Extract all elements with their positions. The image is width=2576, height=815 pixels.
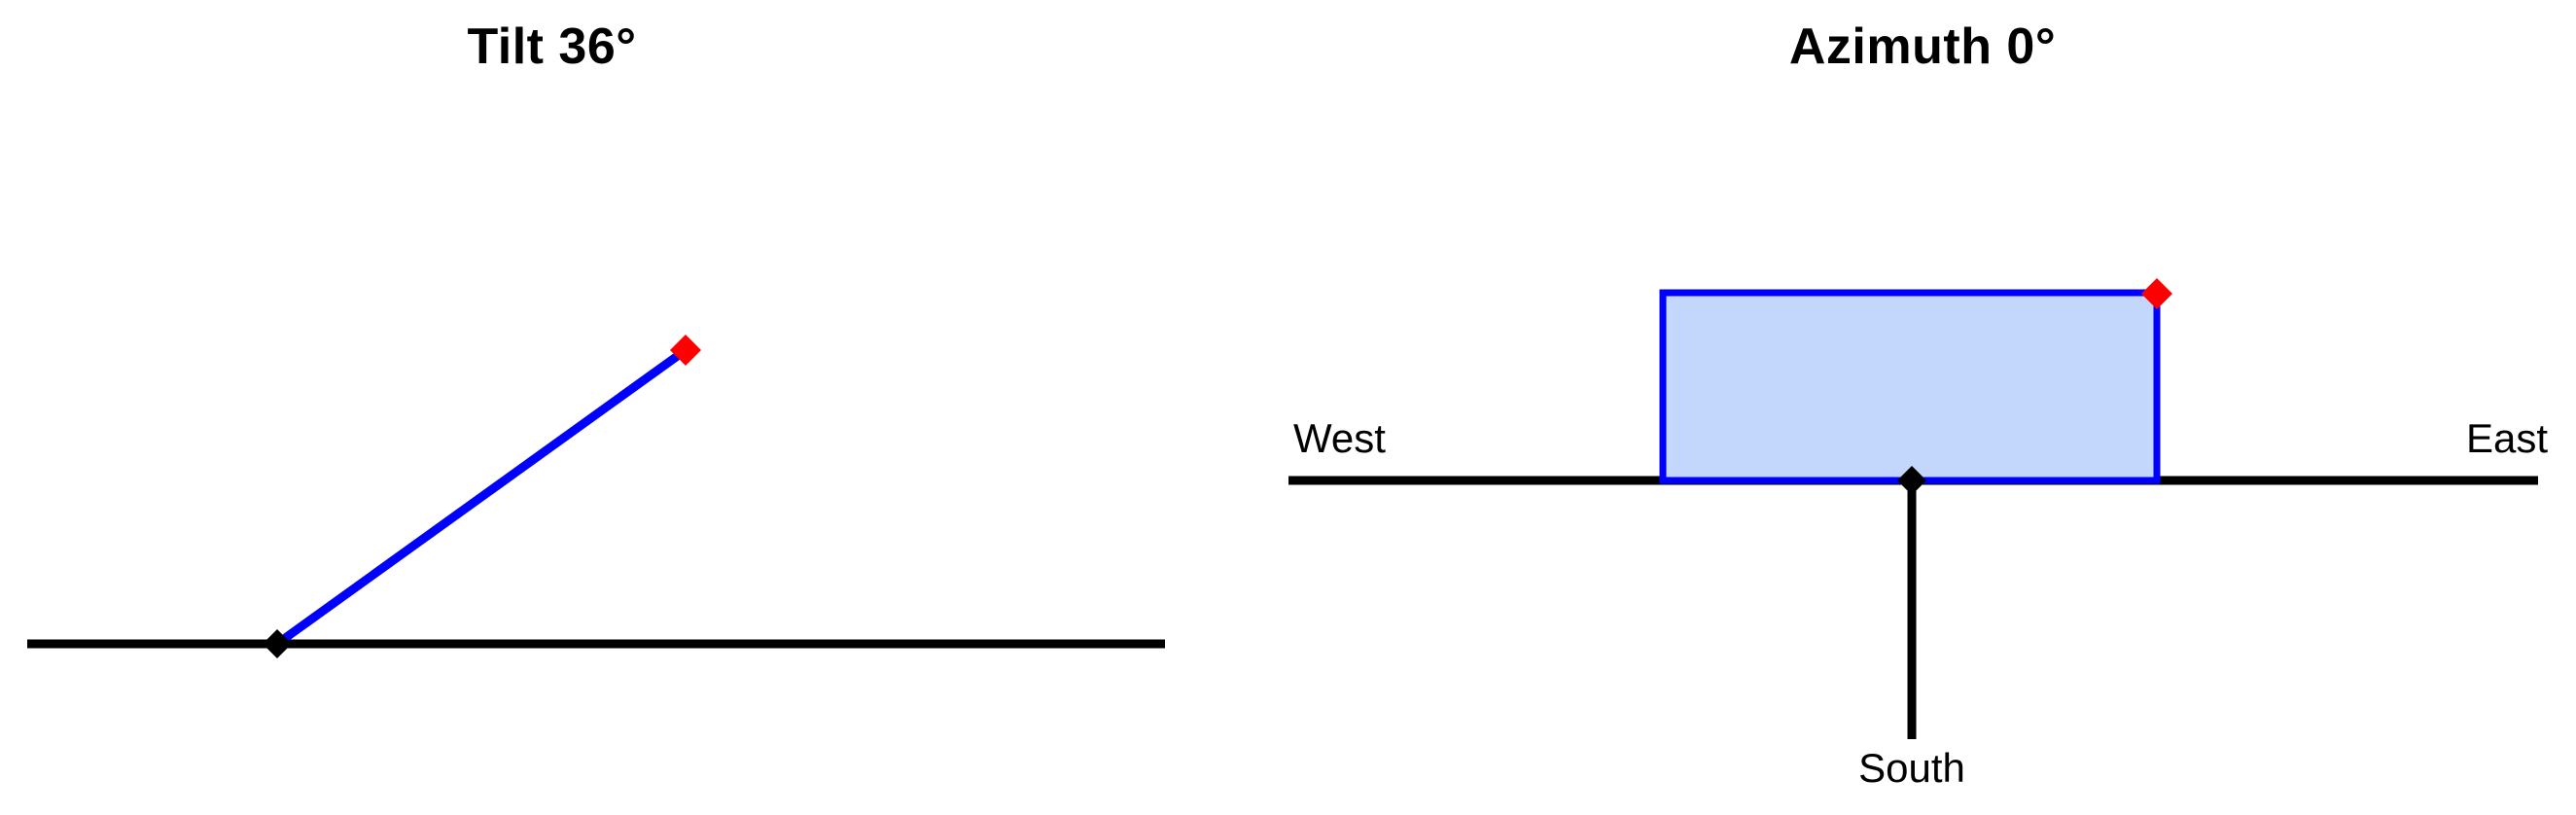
azimuth-diagram-group bbox=[1288, 278, 2538, 739]
panel-footprint-rectangle bbox=[1659, 289, 2161, 484]
tilted-panel-line bbox=[274, 346, 688, 648]
pivot-marker bbox=[263, 629, 292, 658]
azimuth-panel: Azimuth 0° bbox=[1288, 0, 2576, 815]
tilt-title: Tilt 36° bbox=[467, 18, 637, 75]
tilt-panel: Tilt 36° bbox=[467, 18, 637, 75]
azimuth-title: Azimuth 0° bbox=[1788, 18, 2057, 75]
south-label: South bbox=[1858, 745, 1965, 791]
west-label: West bbox=[1293, 415, 1386, 461]
azimuth-corner-marker bbox=[2141, 278, 2172, 309]
east-label: East bbox=[2465, 415, 2548, 461]
tilt-tip-marker bbox=[670, 335, 701, 366]
tilt-diagram-group bbox=[27, 335, 1165, 658]
origin-marker bbox=[1897, 466, 1926, 495]
